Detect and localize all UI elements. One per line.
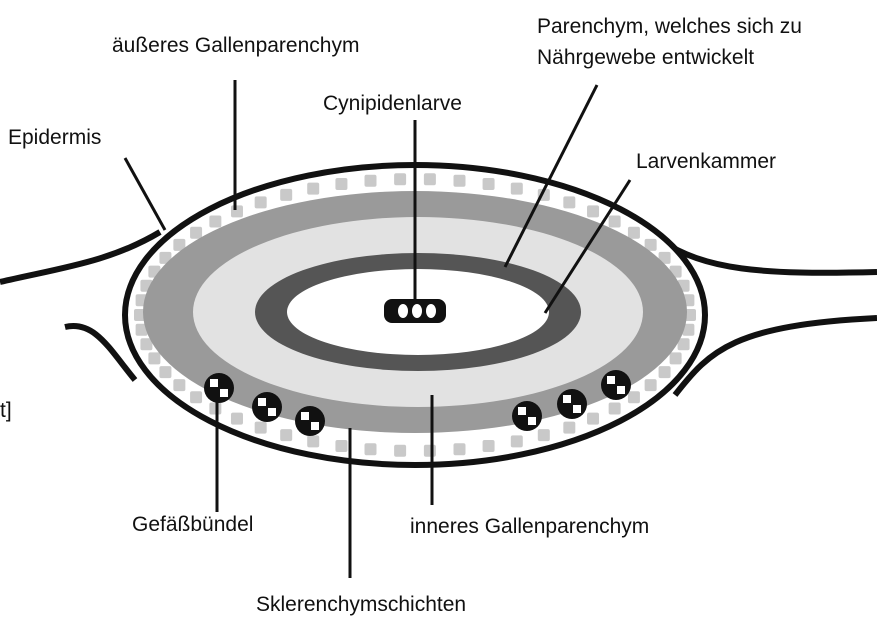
label-epidermis: Epidermis — [8, 126, 101, 149]
sclerenchyma-cell — [280, 429, 292, 441]
sclerenchyma-cell — [159, 366, 171, 378]
cynipid-larva — [384, 299, 446, 323]
sclerenchyma-cell — [659, 366, 671, 378]
sclerenchyma-cell — [609, 403, 621, 415]
sclerenchyma-cell — [563, 196, 575, 208]
sclerenchyma-cell — [453, 175, 465, 187]
sclerenchyma-cell — [394, 445, 406, 457]
sclerenchyma-cell — [255, 422, 267, 434]
vascular-bundle — [512, 401, 542, 431]
sclerenchyma-cell — [587, 413, 599, 425]
sclerenchyma-cell — [365, 443, 377, 455]
sclerenchyma-cell — [424, 445, 436, 457]
sclerenchyma-cell — [645, 379, 657, 391]
sclerenchyma-cell — [335, 178, 347, 190]
label-inner-parenchyma: inneres Gallenparenchym — [410, 515, 649, 538]
sclerenchyma-cell — [609, 215, 621, 227]
vascular-bundle — [252, 392, 282, 422]
vascular-bundle — [557, 389, 587, 419]
sclerenchyma-cell — [280, 189, 292, 201]
label-nutritive-line2: Nährgewebe entwickelt — [537, 46, 754, 69]
sclerenchyma-cell — [587, 205, 599, 217]
label-nutritive-line1: Parenchym, welches sich zu — [537, 15, 802, 38]
sclerenchyma-cell — [335, 440, 347, 452]
sclerenchyma-cell — [483, 178, 495, 190]
label-edge-fragment: t] — [0, 399, 12, 422]
sclerenchyma-cell — [453, 443, 465, 455]
label-larval-chamber: Larvenkammer — [636, 150, 776, 173]
sclerenchyma-cell — [209, 403, 221, 415]
label-vascular-bundle: Gefäßbündel — [132, 513, 253, 536]
sclerenchyma-cell — [190, 391, 202, 403]
vascular-bundle — [295, 406, 325, 436]
sclerenchyma-cell — [307, 183, 319, 195]
sclerenchyma-cell — [670, 352, 682, 364]
vascular-bundle — [601, 370, 631, 400]
leader-epidermis — [125, 158, 165, 230]
sclerenchyma-cell — [148, 352, 160, 364]
sclerenchyma-cell — [209, 215, 221, 227]
sclerenchyma-cell — [424, 173, 436, 185]
sclerenchyma-cell — [365, 175, 377, 187]
sclerenchyma-cell — [628, 391, 640, 403]
label-sclerenchyma: Sklerenchymschichten — [256, 593, 466, 616]
sclerenchyma-cell — [394, 173, 406, 185]
sclerenchyma-cell — [190, 227, 202, 239]
sclerenchyma-cell — [231, 205, 243, 217]
sclerenchyma-cell — [307, 435, 319, 447]
label-outer-parenchyma: äußeres Gallenparenchym — [112, 34, 359, 57]
sclerenchyma-cell — [255, 196, 267, 208]
vascular-bundle — [204, 373, 234, 403]
sclerenchyma-cell — [538, 429, 550, 441]
label-larva: Cynipidenlarve — [323, 92, 462, 115]
sclerenchyma-cell — [628, 227, 640, 239]
sclerenchyma-cell — [483, 440, 495, 452]
sclerenchyma-cell — [231, 413, 243, 425]
sclerenchyma-cell — [511, 183, 523, 195]
sclerenchyma-cell — [511, 435, 523, 447]
sclerenchyma-cell — [173, 379, 185, 391]
sclerenchyma-cell — [563, 422, 575, 434]
